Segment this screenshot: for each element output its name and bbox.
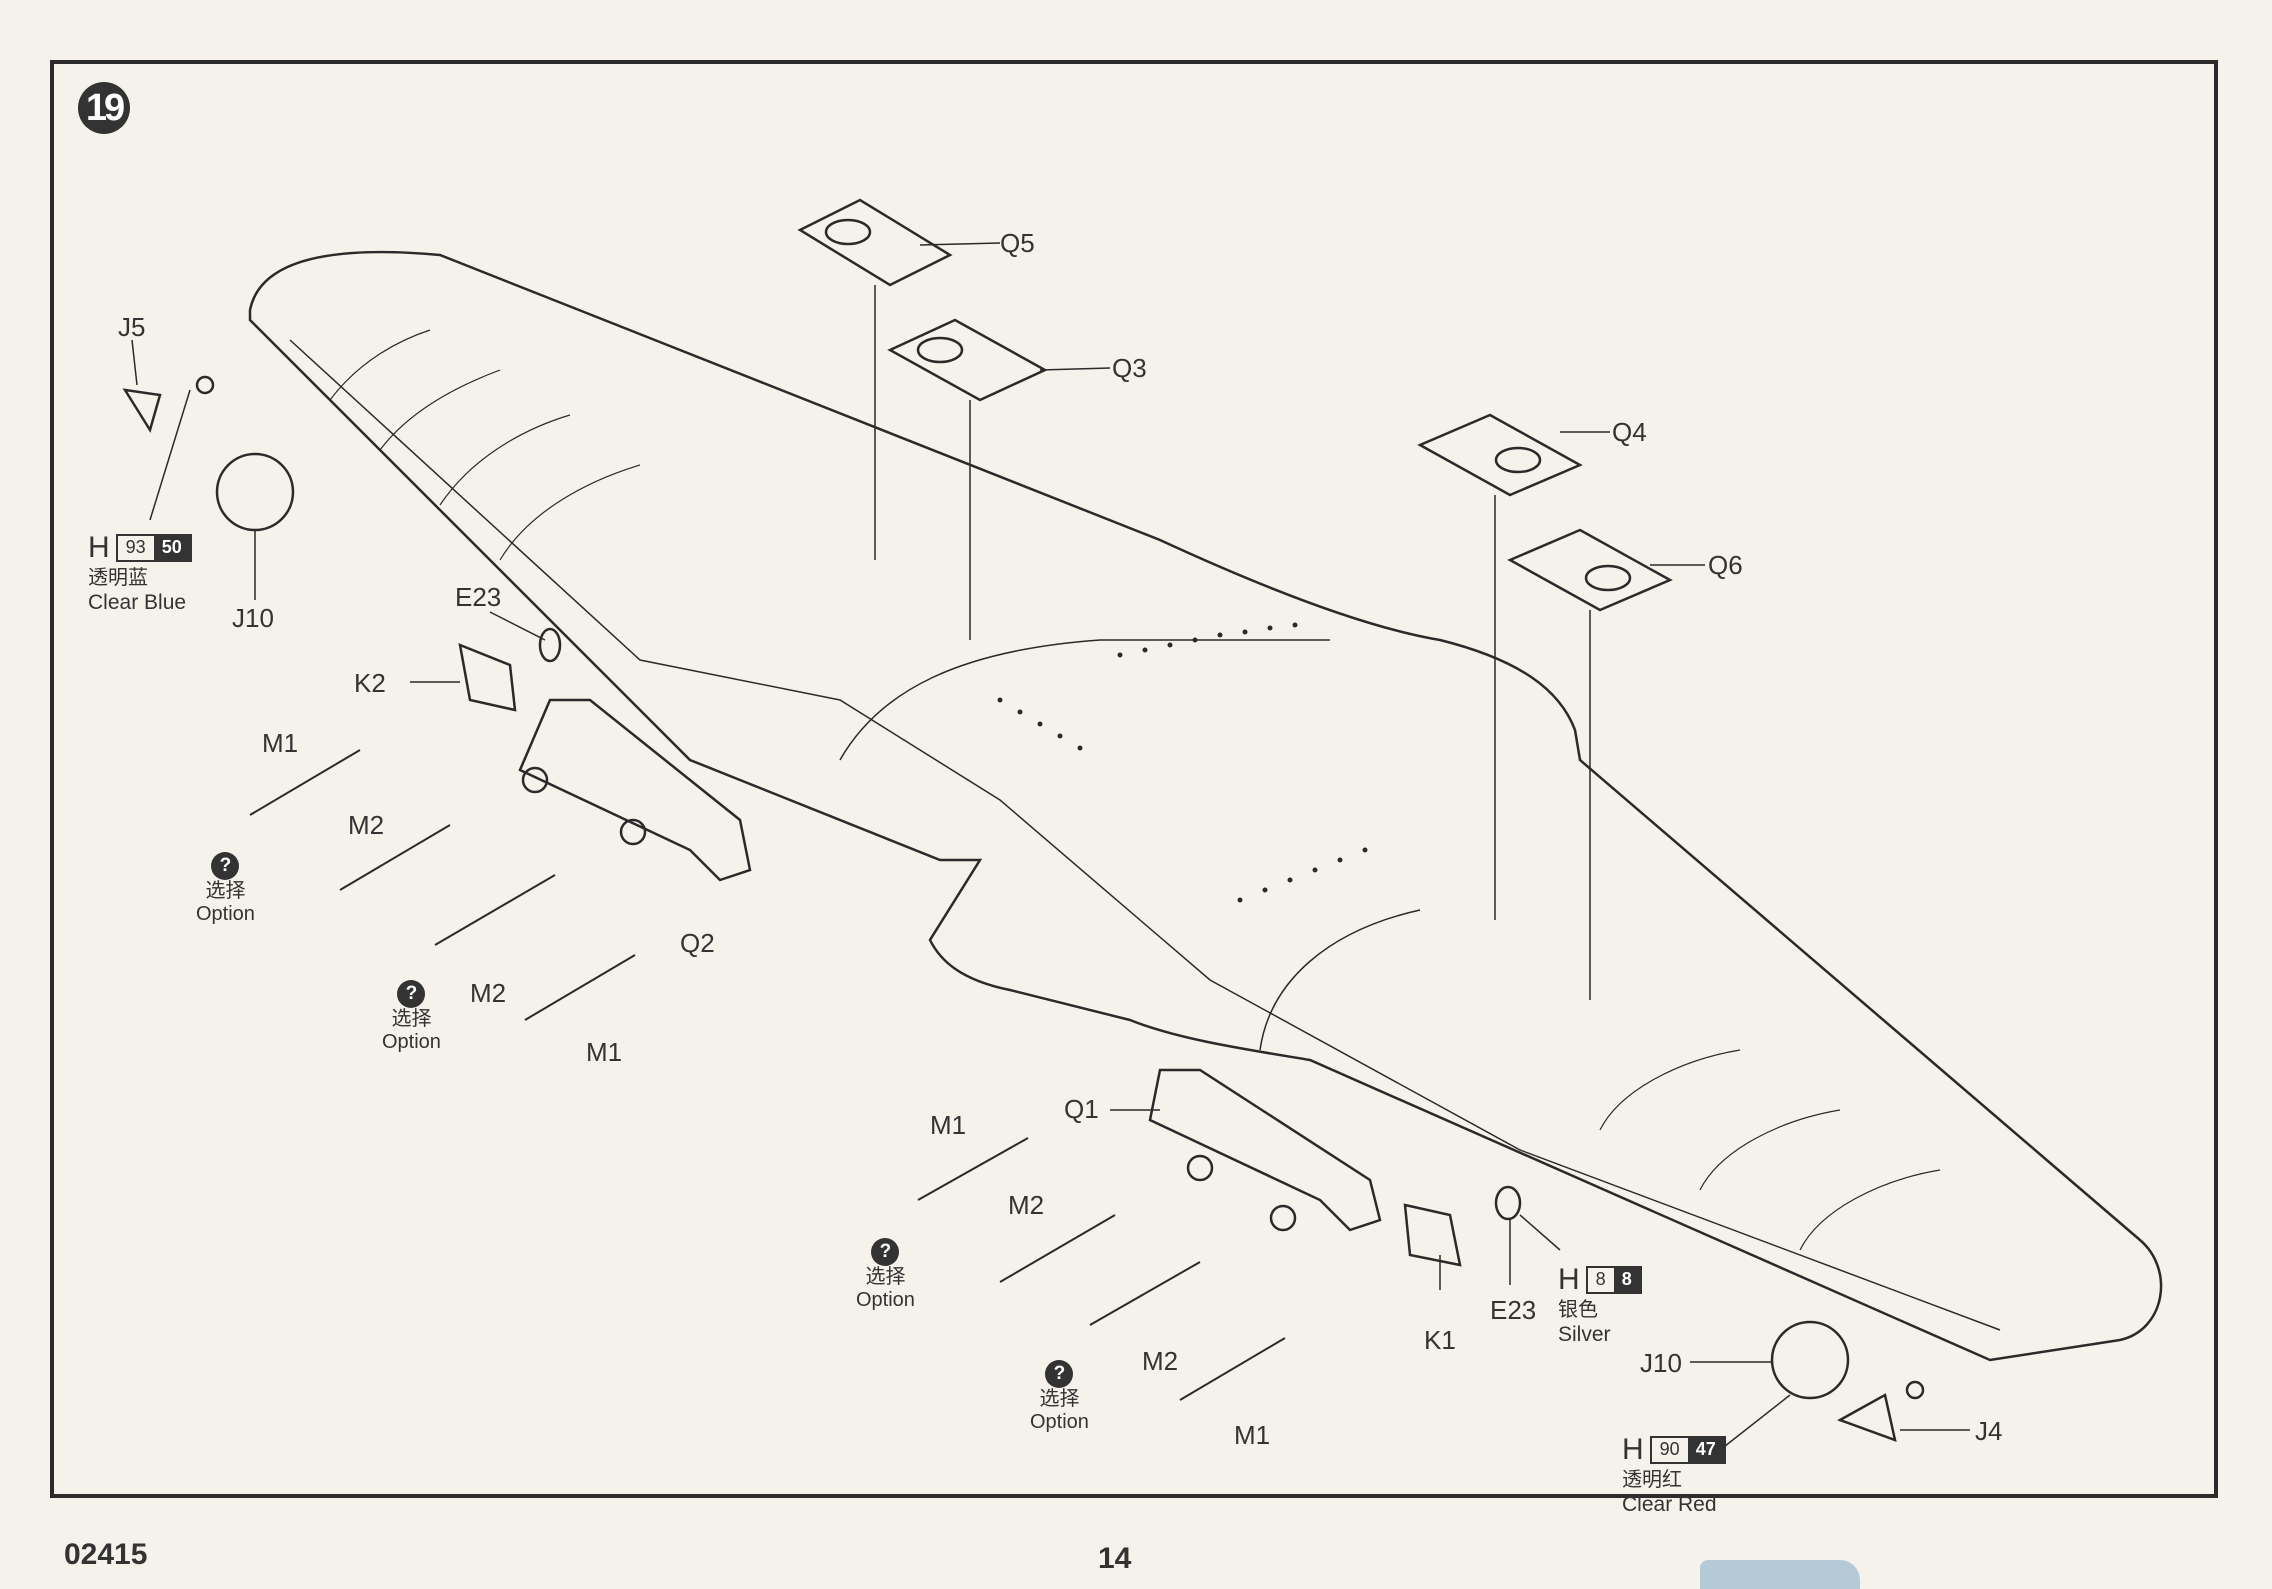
wing-panel-lines xyxy=(329,329,1941,1251)
paint-name-en: Clear Blue xyxy=(88,591,187,614)
panel-q3 xyxy=(887,318,1048,402)
option-label-en: Option xyxy=(1030,1411,1089,1433)
label-k2: K2 xyxy=(354,668,386,698)
option-marker: ? 选择 Option xyxy=(1030,1360,1089,1434)
option-label-cn: 选择 xyxy=(205,880,246,902)
paint-name-en: Clear Red xyxy=(1622,1493,1717,1516)
option-label-cn: 选择 xyxy=(1039,1388,1080,1410)
label-j10-right: J10 xyxy=(1640,1348,1682,1378)
rivet-rows xyxy=(997,622,1368,903)
paint-code-box: 93 50 xyxy=(115,534,192,562)
part-leaders xyxy=(131,339,1970,1451)
wing-leading-edge xyxy=(289,339,2001,1331)
panel-q4 xyxy=(1417,413,1583,497)
label-j4: J4 xyxy=(1975,1416,2003,1446)
label-q1: Q1 xyxy=(1064,1094,1099,1124)
paint-name-cn: 银色 xyxy=(1558,1299,1598,1321)
paint-brand-prefix: H xyxy=(88,531,110,564)
step-frame xyxy=(50,60,2218,1498)
question-icon: ? xyxy=(871,1238,900,1266)
option-label-cn: 选择 xyxy=(865,1266,906,1288)
part-k2 xyxy=(458,643,517,712)
j10-detail-left xyxy=(215,452,295,532)
label-q3: Q3 xyxy=(1112,353,1147,383)
part-j5 xyxy=(122,388,162,434)
label-k1: K1 xyxy=(1424,1325,1456,1355)
label-e23-left: E23 xyxy=(455,582,502,612)
paint-code-light: 90 xyxy=(1659,1439,1680,1460)
paint-callout-clear-blue: H 93 50 透明蓝 Clear Blue xyxy=(88,530,192,615)
option-marker: ? 选择 Option xyxy=(856,1238,915,1312)
question-icon: ? xyxy=(211,852,240,880)
label-m2-a: M2 xyxy=(348,810,385,840)
paint-code-dark: 50 xyxy=(153,536,190,560)
page-number: 14 xyxy=(1098,1542,1132,1575)
label-m1-c: M1 xyxy=(930,1110,967,1140)
label-e23-right: E23 xyxy=(1490,1295,1537,1325)
label-m2-b: M2 xyxy=(470,978,507,1008)
label-m2-d: M2 xyxy=(1142,1346,1179,1376)
option-marker: ? 选择 Option xyxy=(382,980,441,1054)
paint-name-cn: 透明红 xyxy=(1622,1469,1682,1491)
paint-name-cn: 透明蓝 xyxy=(88,567,148,589)
fairing-q2 xyxy=(518,698,752,882)
paint-code-box: 90 47 xyxy=(1649,1436,1726,1464)
paint-brand-prefix: H xyxy=(1558,1263,1580,1296)
label-j10-left: J10 xyxy=(232,603,274,633)
label-m1-d: M1 xyxy=(1234,1420,1271,1450)
panel-q5 xyxy=(797,198,953,287)
label-q6: Q6 xyxy=(1708,550,1743,580)
question-icon: ? xyxy=(1045,1360,1074,1388)
option-marker: ? 选择 Option xyxy=(196,852,255,926)
center-section-edge xyxy=(839,639,1330,761)
scan-stain xyxy=(1700,1560,1860,1589)
label-q5: Q5 xyxy=(1000,228,1035,258)
label-m1-a: M1 xyxy=(262,728,299,758)
label-q2: Q2 xyxy=(680,928,715,958)
label-m2-c: M2 xyxy=(1008,1190,1045,1220)
j10-detail-right xyxy=(1770,1320,1850,1400)
center-section-edge-2 xyxy=(1259,909,1421,1051)
panel-q6 xyxy=(1507,528,1673,612)
paint-brand-prefix: H xyxy=(1622,1433,1644,1466)
fairing-q1 xyxy=(1148,1068,1382,1232)
option-label-en: Option xyxy=(196,903,255,925)
part-e23-left xyxy=(538,627,562,663)
question-icon: ? xyxy=(397,980,426,1008)
panel-leaders xyxy=(874,242,1705,1000)
label-j5: J5 xyxy=(118,312,146,342)
paint-code-dark: 47 xyxy=(1687,1438,1724,1462)
paint-callout-clear-red: H 90 47 透明红 Clear Red xyxy=(1622,1432,1726,1517)
part-e23-right xyxy=(1494,1185,1522,1221)
paint-code-box: 8 8 xyxy=(1585,1266,1642,1294)
step-number-badge: 19 xyxy=(78,82,130,134)
part-j4 xyxy=(1836,1393,1897,1442)
label-m1-b: M1 xyxy=(586,1037,623,1067)
part-j10-left xyxy=(195,375,215,395)
paint-callout-silver: H 8 8 银色 Silver xyxy=(1558,1262,1642,1347)
option-label-cn: 选择 xyxy=(391,1008,432,1030)
wing-outline xyxy=(248,250,2163,1362)
part-k1 xyxy=(1403,1203,1462,1267)
label-q4: Q4 xyxy=(1612,417,1647,447)
gun-barrels xyxy=(249,749,1286,1401)
product-code: 02415 xyxy=(64,1538,148,1571)
option-label-en: Option xyxy=(382,1031,441,1053)
paint-code-light: 8 xyxy=(1595,1269,1606,1290)
paint-code-light: 93 xyxy=(125,537,146,558)
paint-code-dark: 8 xyxy=(1613,1268,1640,1292)
part-j10-right xyxy=(1905,1380,1925,1400)
option-label-en: Option xyxy=(856,1289,915,1311)
paint-name-en: Silver xyxy=(1558,1323,1611,1346)
